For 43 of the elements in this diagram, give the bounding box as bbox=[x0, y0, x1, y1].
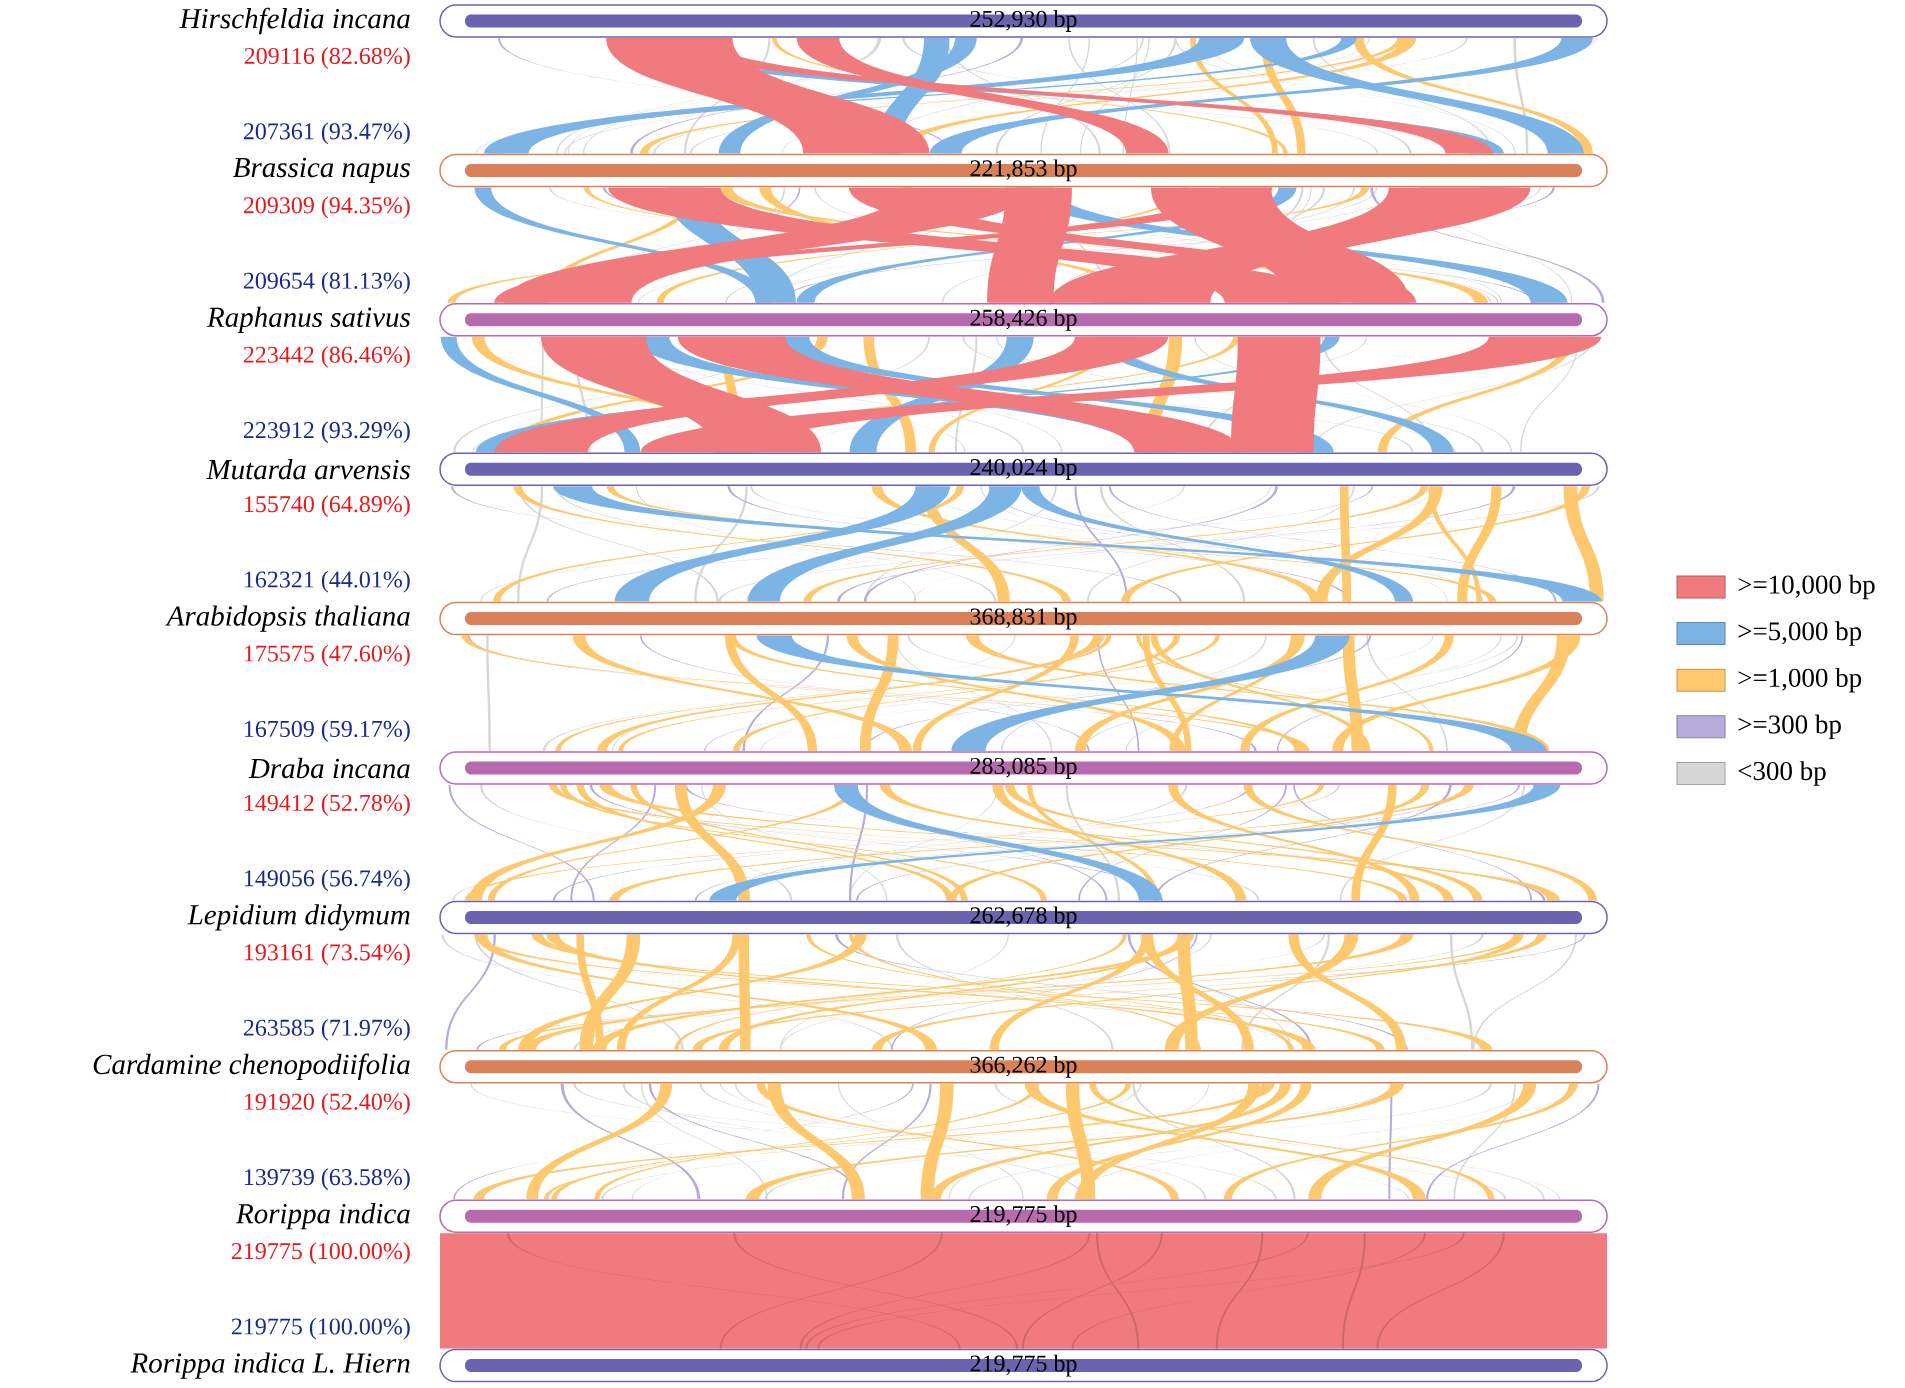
alignment-count: 209654 (81.13%) bbox=[243, 271, 410, 294]
legend-label: >=10,000 bp bbox=[1738, 574, 1875, 600]
alignment-count: 149412 (52.78%) bbox=[244, 794, 410, 816]
alignment-count: 155740 (64.89%) bbox=[244, 495, 410, 518]
genome-bar: 283,085 bp bbox=[439, 751, 1608, 785]
genome-bar: 366,262 bp bbox=[439, 1050, 1608, 1084]
species-name: Arabidopsis thaliana bbox=[165, 605, 410, 632]
legend-label: <300 bp bbox=[1738, 761, 1826, 786]
genome-bar: 240,024 bp bbox=[439, 452, 1608, 486]
alignment-count: 223442 (86.46%) bbox=[243, 345, 410, 368]
species-name: Raphanus sativus bbox=[206, 306, 410, 333]
legend-label: >=300 bp bbox=[1738, 714, 1841, 740]
species-name: Lepidium didymum bbox=[187, 904, 410, 931]
legend-label: >=1,000 bp bbox=[1738, 667, 1862, 693]
genome-bar: 219,775 bp bbox=[439, 1199, 1608, 1233]
species-name: Brassica napus bbox=[233, 157, 410, 184]
genome-bar: 258,426 bp bbox=[439, 303, 1608, 337]
alignment-count: 139739 (63.58%) bbox=[244, 1168, 410, 1191]
alignment-count: 191920 (52.40%) bbox=[244, 1092, 410, 1115]
alignment-count: 219775 (100.00%) bbox=[231, 1242, 410, 1265]
legend-label: >=5,000 bp bbox=[1738, 621, 1862, 646]
alignment-count: 167509 (59.17%) bbox=[244, 720, 410, 742]
genome-bar: 219,775 bp bbox=[439, 1348, 1608, 1383]
alignment-count: 223912 (93.29%) bbox=[243, 421, 410, 444]
alignment-count: 149056 (56.74%) bbox=[244, 869, 410, 892]
species-name: Draba incana bbox=[248, 757, 410, 779]
alignment-count: 209309 (94.35%) bbox=[243, 196, 410, 219]
species-name: Cardamine chenopodiifolia bbox=[93, 1053, 410, 1081]
alignment-count: 193161 (73.54%) bbox=[244, 943, 410, 966]
species-name: Mutarda arvensis bbox=[206, 458, 410, 480]
alignment-count: 263585 (71.97%) bbox=[243, 1018, 410, 1041]
alignment-count: 209116 (82.68%) bbox=[244, 47, 410, 69]
species-name: Rorippa indica bbox=[235, 1203, 410, 1230]
genome-bar: 221,853 bp bbox=[439, 153, 1608, 188]
alignment-count: 162321 (44.01%) bbox=[244, 570, 410, 593]
alignment-count: 175575 (47.60%) bbox=[244, 644, 410, 667]
genome-bar: 252,930 bp bbox=[439, 4, 1608, 38]
species-name: Rorippa indica L. Hiern bbox=[130, 1352, 410, 1379]
species-name: Hirschfeldia incana bbox=[179, 7, 410, 35]
genome-bar: 262,678 bp bbox=[439, 900, 1608, 935]
alignment-count: 219775 (100.00%) bbox=[231, 1317, 410, 1340]
genome-bar: 368,831 bp bbox=[439, 601, 1608, 636]
alignment-count: 207361 (93.47%) bbox=[243, 122, 410, 145]
